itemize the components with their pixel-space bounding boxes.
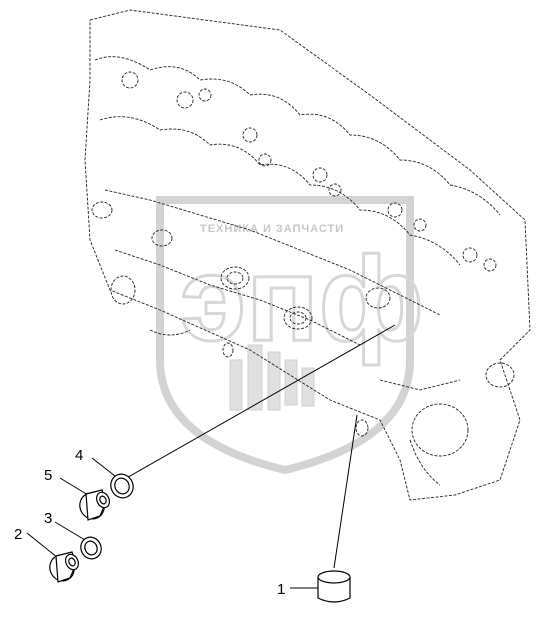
callout-3: 3 xyxy=(44,510,52,527)
cap-part-1 xyxy=(317,570,351,603)
leader-line-4 xyxy=(122,324,396,481)
leader-lines xyxy=(26,324,396,589)
leader-line-4-label xyxy=(91,457,116,477)
leader-line-3 xyxy=(54,521,86,541)
o-ring-part-4 xyxy=(110,473,134,499)
callout-4: 4 xyxy=(75,447,83,464)
callout-1: 1 xyxy=(277,581,285,598)
watermark-logo: эпф ТЕХНИКА И ЗАПЧАСТИ xyxy=(156,196,425,475)
leader-line-2 xyxy=(26,532,59,559)
watermark-caption: ТЕХНИКА И ЗАПЧАСТИ xyxy=(200,223,344,235)
callout-5: 5 xyxy=(44,467,52,484)
plug-part-5 xyxy=(79,489,111,521)
leader-line-1 xyxy=(333,414,358,569)
o-ring-part-3 xyxy=(80,536,102,560)
watermark-logo-lettering: эпф xyxy=(180,232,424,366)
callout-2: 2 xyxy=(14,526,22,543)
leader-line-5 xyxy=(59,477,89,496)
engine-cylinder-head xyxy=(84,9,531,501)
plug-part-2 xyxy=(49,551,80,583)
